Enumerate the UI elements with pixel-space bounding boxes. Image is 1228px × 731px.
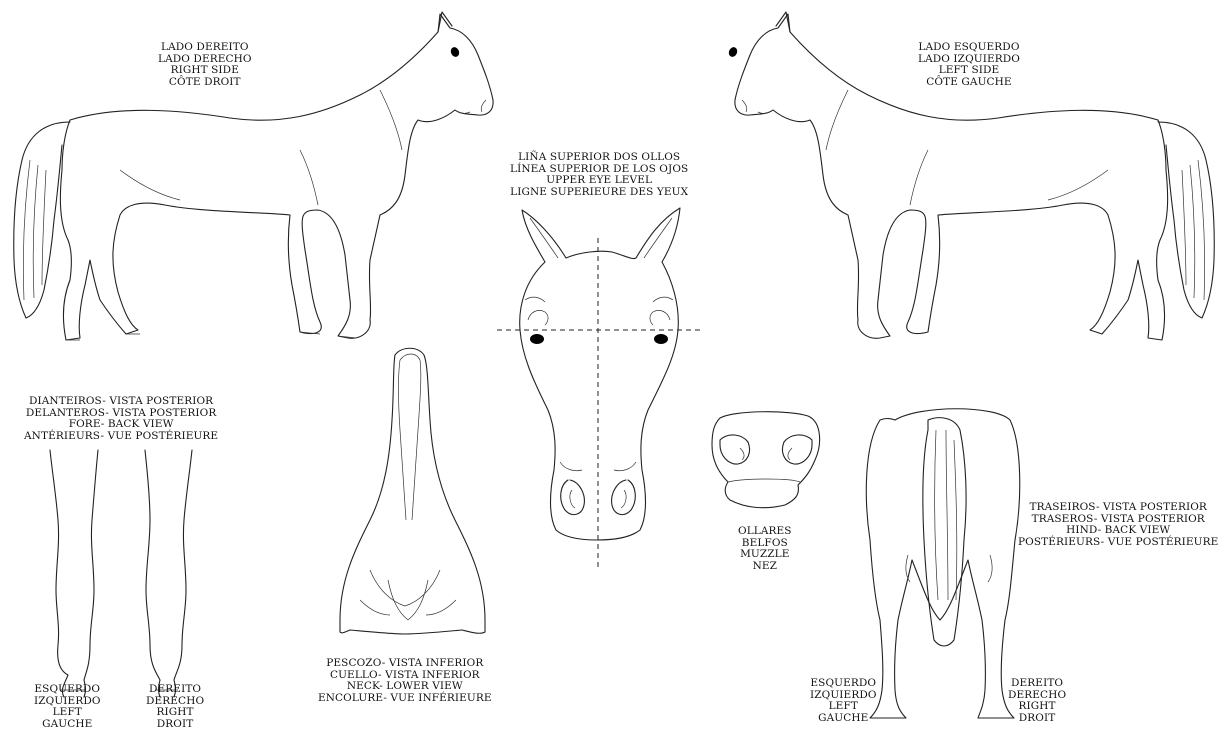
label-line: TRASEIROS- VISTA POSTERIOR <box>1018 502 1218 514</box>
label-line: NECK- LOWER VIEW <box>318 681 492 693</box>
label-line: POSTÉRIEURS- VUE POSTÉRIEURE <box>1018 537 1218 549</box>
neck-lower-view-outline <box>340 348 485 634</box>
label-left-side: LADO ESQUERDO LADO IZQUIERDO LEFT SIDE C… <box>918 42 1020 88</box>
label-line: LIÑA SUPERIOR DOS OLLOS <box>510 152 688 164</box>
horse-left-eye <box>727 46 738 58</box>
label-line: GAUCHE <box>810 713 877 725</box>
label-right-side: LADO DEREITO LADO DERECHO RIGHT SIDE CÔT… <box>158 42 252 88</box>
head-front-view-outline <box>520 208 680 540</box>
label-line: DROIT <box>1008 713 1066 725</box>
label-line: LEFT <box>810 701 877 713</box>
label-line: LADO DEREITO <box>158 42 252 54</box>
label-line: CÔTE DROIT <box>158 77 252 89</box>
label-line: PESCOZO- VISTA INFERIOR <box>318 658 492 670</box>
head-eye-left <box>530 334 544 344</box>
fore-legs-back-view <box>50 450 192 697</box>
label-line: DROIT <box>146 719 204 731</box>
label-line: LEFT <box>34 707 101 719</box>
horse-right-eye <box>449 46 460 58</box>
label-line: MUZZLE <box>738 549 792 561</box>
label-line: ENCOLURE- VUE INFÉRIEURE <box>318 693 492 705</box>
label-line: LEFT SIDE <box>918 65 1020 77</box>
label-fore-back-view: DIANTEIROS- VISTA POSTERIOR DELANTEROS- … <box>24 396 218 442</box>
label-fore-right: DEREITO DERECHO RIGHT DROIT <box>146 684 204 730</box>
label-line: RIGHT <box>1008 701 1066 713</box>
label-line: RIGHT SIDE <box>158 65 252 77</box>
label-line: ANTÉRIEURS- VUE POSTÉRIEURE <box>24 431 218 443</box>
label-line: DEREITO <box>146 684 204 696</box>
label-line: ESQUERDO <box>34 684 101 696</box>
label-line: UPPER EYE LEVEL <box>510 175 688 187</box>
head-eye-right <box>654 334 668 344</box>
label-line: NEZ <box>738 561 792 573</box>
label-hind-back-view: TRASEIROS- VISTA POSTERIOR TRASEROS- VIS… <box>1018 502 1218 548</box>
horse-right-side-outline <box>14 12 493 340</box>
label-muzzle: OLLARES BELFOS MUZZLE NEZ <box>738 526 792 572</box>
label-line: DIANTEIROS- VISTA POSTERIOR <box>24 396 218 408</box>
label-line: DEREITO <box>1008 678 1066 690</box>
label-eye-level: LIÑA SUPERIOR DOS OLLOS LÍNEA SUPERIOR D… <box>510 152 688 198</box>
label-line: GAUCHE <box>34 719 101 731</box>
label-fore-left: ESQUERDO IZQUIERDO LEFT GAUCHE <box>34 684 101 730</box>
muzzle-view-outline <box>712 412 820 508</box>
label-line: CÔTE GAUCHE <box>918 77 1020 89</box>
label-line: LADO ESQUERDO <box>918 42 1020 54</box>
label-line: HIND- BACK VIEW <box>1018 525 1218 537</box>
label-line: OLLARES <box>738 526 792 538</box>
label-hind-left: ESQUERDO IZQUIERDO LEFT GAUCHE <box>810 678 877 724</box>
label-hind-right: DEREITO DERECHO RIGHT DROIT <box>1008 678 1066 724</box>
label-line: FORE- BACK VIEW <box>24 419 218 431</box>
hind-legs-back-view <box>866 409 1019 718</box>
label-neck-lower-view: PESCOZO- VISTA INFERIOR CUELLO- VISTA IN… <box>318 658 492 704</box>
label-line: RIGHT <box>146 707 204 719</box>
label-line: ESQUERDO <box>810 678 877 690</box>
label-line: LIGNE SUPERIEURE DES YEUX <box>510 187 688 199</box>
